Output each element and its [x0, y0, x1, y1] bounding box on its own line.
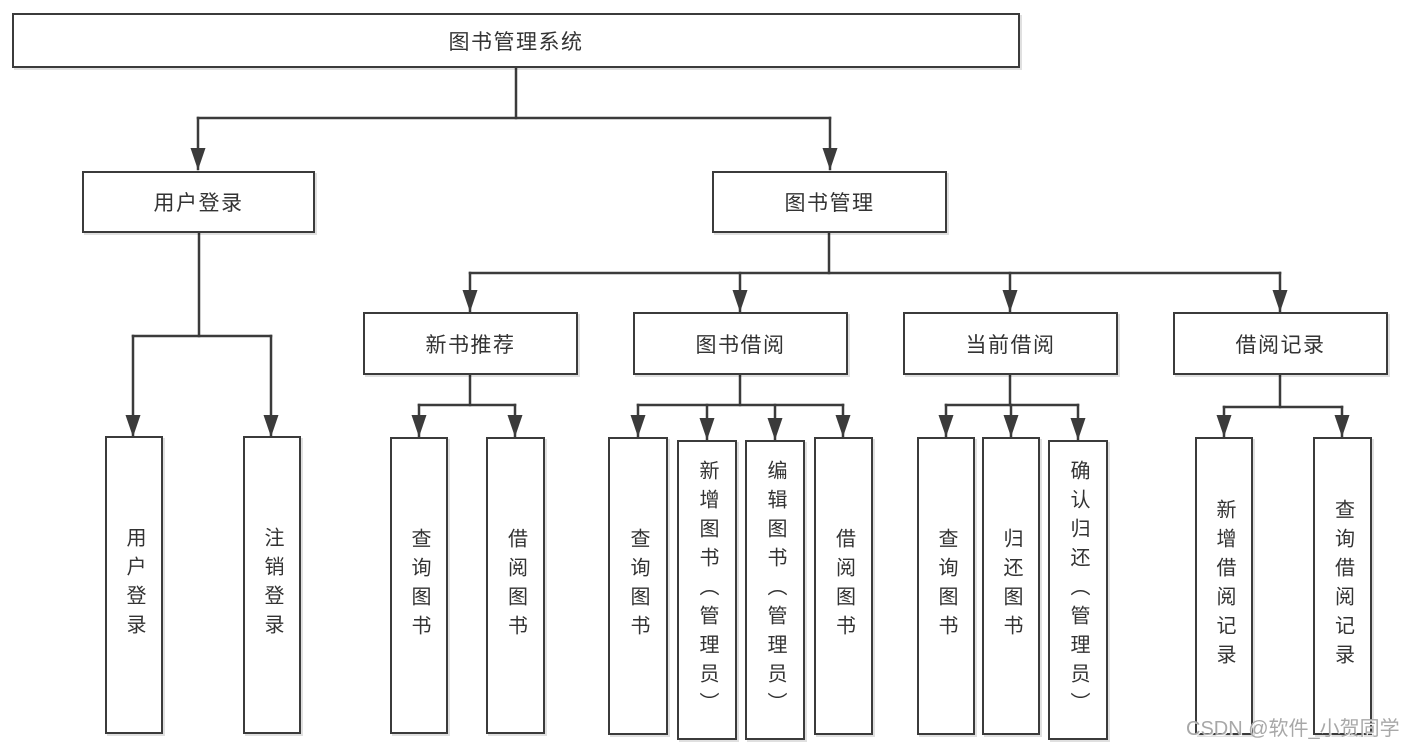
- leaf-nbr-borrow-book: 借阅图书: [486, 437, 545, 734]
- leaf-user-login: 用户登录: [105, 436, 163, 734]
- leaf-cb-return-book: 归还图书: [982, 437, 1040, 735]
- leaf-bb-add-book: 新增图书（管理员）: [677, 440, 737, 740]
- node-current-borrow: 当前借阅: [903, 312, 1118, 375]
- leaf-bb-borrow-book: 借阅图书: [814, 437, 873, 735]
- node-book-management: 图书管理: [712, 171, 947, 233]
- leaf-cb-query-book: 查询图书: [917, 437, 975, 735]
- leaf-bb-edit-book: 编辑图书（管理员）: [745, 440, 805, 740]
- node-book-borrow: 图书借阅: [633, 312, 848, 375]
- leaf-nbr-query-book: 查询图书: [390, 437, 448, 734]
- leaf-bb-query-book: 查询图书: [608, 437, 668, 735]
- leaf-logout: 注销登录: [243, 436, 301, 734]
- leaf-br-add-record: 新增借阅记录: [1195, 437, 1253, 735]
- csdn-watermark: CSDN @软件_小贺同学: [1186, 718, 1400, 740]
- node-new-book-recommend: 新书推荐: [363, 312, 578, 375]
- leaf-cb-confirm-return: 确认归还（管理员）: [1048, 440, 1108, 740]
- node-borrow-record: 借阅记录: [1173, 312, 1388, 375]
- node-user-login: 用户登录: [82, 171, 315, 233]
- leaf-br-query-record: 查询借阅记录: [1313, 437, 1372, 735]
- node-root: 图书管理系统: [12, 13, 1020, 68]
